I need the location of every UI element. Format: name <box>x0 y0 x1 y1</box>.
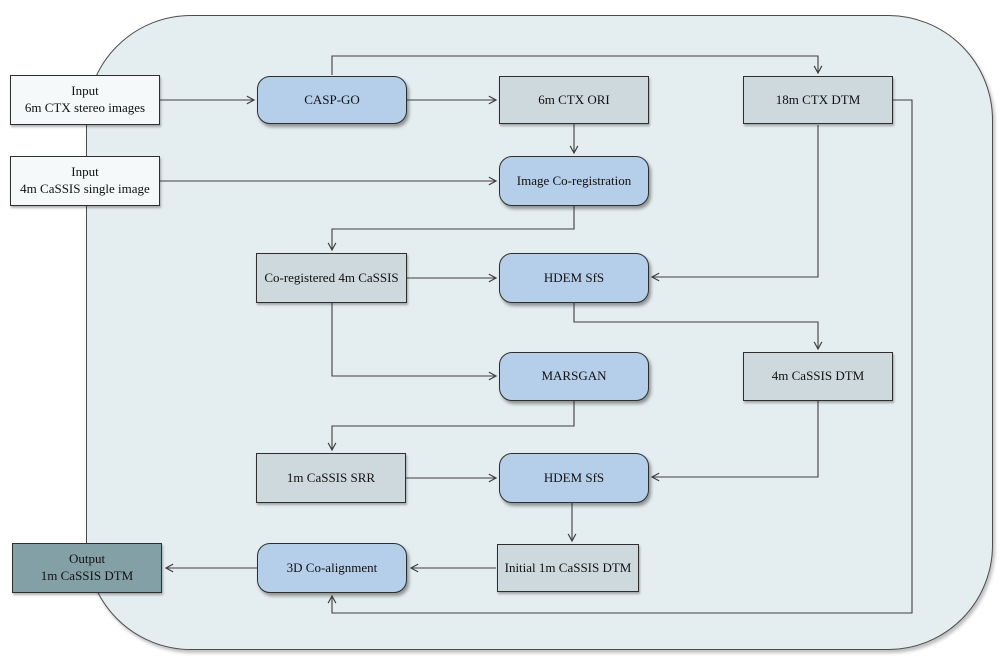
node-co-registered-cassis: Co-registered 4m CaSSIS <box>256 253 407 303</box>
node-label: 6m CTX ORI <box>538 91 610 107</box>
node-label-line: 1m CaSSIS DTM <box>40 568 134 583</box>
edge-cassisdtm4m-to-hdemsfs2 <box>650 401 819 482</box>
node-3d-co-alignment: 3D Co-alignment <box>257 543 407 593</box>
node-hdem-sfs-1: HDEM SfS <box>499 253 649 303</box>
node-initial-1m-cassis-dtm: Initial 1m CaSSIS DTM <box>497 544 639 592</box>
node-marsgan: MARSGAN <box>499 352 649 401</box>
node-label: Co-registered 4m CaSSIS <box>264 269 399 285</box>
node-label: HDEM SfS <box>543 269 605 285</box>
node-casp-go: CASP-GO <box>257 76 407 124</box>
node-input-cassis-single: Input 4m CaSSIS single image <box>10 156 160 206</box>
node-output-cassis-dtm: Output 1m CaSSIS DTM <box>12 543 162 593</box>
node-label-line: Output <box>68 551 106 567</box>
node-image-co-registration: Image Co-registration <box>499 156 649 206</box>
node-label-line: 6m CTX stereo images <box>24 100 146 115</box>
node-hdem-sfs-2: HDEM SfS <box>499 453 649 503</box>
edge-caspgo-to-ctxdtm <box>331 55 823 75</box>
node-label: HDEM SfS <box>543 469 605 485</box>
node-label: 3D Co-alignment <box>286 559 378 575</box>
node-label: Initial 1m CaSSIS DTM <box>504 559 632 575</box>
edge-coregcassis-to-marsgan <box>331 303 498 381</box>
node-label: 18m CTX DTM <box>775 91 861 107</box>
node-label: Image Co-registration <box>516 172 632 188</box>
node-label-line: 4m CaSSIS single image <box>20 181 150 196</box>
edge-ctxdtm-to-hdemsfs1 <box>650 125 819 282</box>
node-6m-ctx-ori: 6m CTX ORI <box>499 76 649 124</box>
edge-ctxdtm-to-coalign <box>327 99 913 614</box>
node-4m-cassis-dtm: 4m CaSSIS DTM <box>743 352 893 401</box>
node-label: CASP-GO <box>304 91 360 107</box>
node-label-line: Input <box>71 83 99 99</box>
edge-hdemsfs1-to-cassisdtm4m <box>573 303 823 351</box>
node-1m-cassis-srr: 1m CaSSIS SRR <box>256 453 406 503</box>
node-18m-ctx-dtm: 18m CTX DTM <box>743 76 893 124</box>
node-label: MARSGAN <box>541 368 607 384</box>
node-input-ctx-stereo: Input 6m CTX stereo images <box>10 75 160 125</box>
node-label: 1m CaSSIS SRR <box>286 469 376 485</box>
edge-imagecoreg-to-coregcassis <box>327 206 575 252</box>
edge-marsgan-to-cassissrr <box>327 401 575 452</box>
node-label: 4m CaSSIS DTM <box>771 368 865 384</box>
node-label-line: Input <box>71 164 99 180</box>
